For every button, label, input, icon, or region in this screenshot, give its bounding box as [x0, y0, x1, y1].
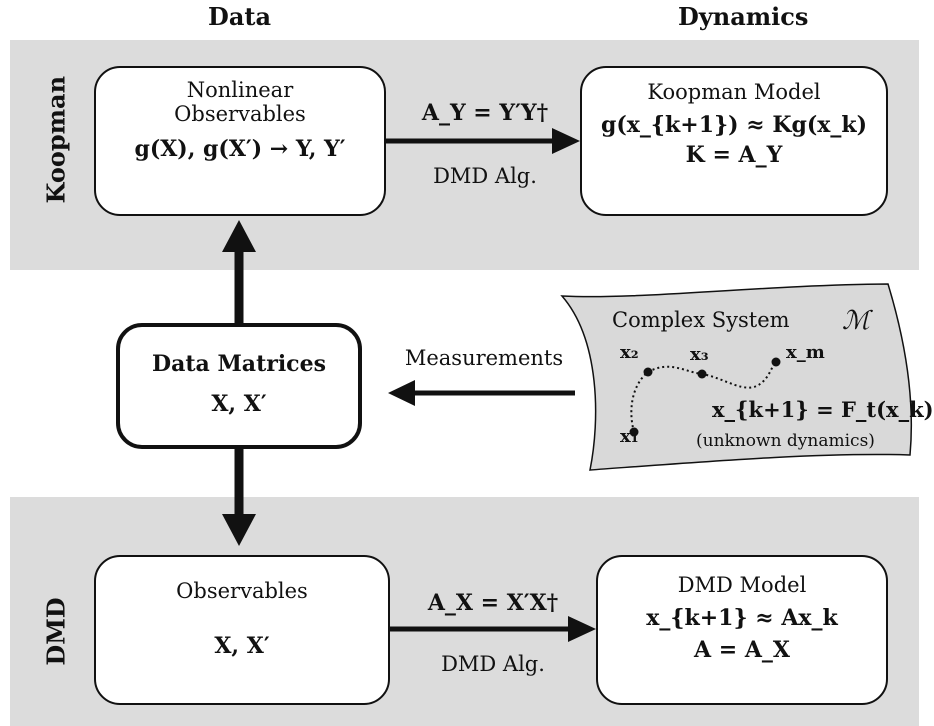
dmd-arrow-bottom-label: DMD Alg.: [441, 652, 545, 676]
nonlinear-observables-box: Nonlinear Observables g(X), g(X′) → Y, Y…: [94, 66, 386, 216]
down-arrow-head: [222, 514, 256, 546]
manifold-symbol: ℳ: [842, 306, 870, 336]
data-matrices-title: Data Matrices: [152, 351, 326, 377]
point-x2-label: x₂: [620, 342, 639, 363]
point-x1: [629, 427, 639, 437]
koopman-model-box: Koopman Model g(x_{k+1}) ≈ Kg(x_k) K = A…: [580, 66, 888, 216]
complex-system-note: (unknown dynamics): [696, 431, 875, 451]
dmd-model-title: DMD Model: [677, 573, 807, 597]
dmd-model-box: DMD Model x_{k+1} ≈ Ax_k A = A_X: [596, 555, 888, 705]
dmd-arrow-top-label: A_X = X′X†: [427, 590, 559, 616]
point-x3-label: x₃: [690, 344, 709, 365]
koopman-arrow-top-label: A_Y = Y′Y†: [421, 100, 549, 126]
point-x2: [643, 367, 653, 377]
observables-line2: Observables: [174, 102, 306, 126]
data-matrices-box: Data Matrices X, X′: [116, 323, 362, 449]
dynamics-column-header: Dynamics: [678, 2, 809, 31]
dmd-model-eq1: x_{k+1} ≈ Ax_k: [646, 605, 838, 631]
complex-system-title: Complex System: [612, 308, 790, 332]
complex-system-equation: x_{k+1} = F_t(x_k): [712, 397, 934, 422]
dmd-observables-box: Observables X, X′: [94, 555, 390, 705]
measurements-arrow-head: [388, 380, 415, 406]
data-column-header: Data: [208, 2, 271, 31]
dmd-model-eq2: A = A_X: [694, 637, 790, 663]
measurements-label: Measurements: [404, 346, 564, 370]
point-x1-label: x₁: [620, 426, 639, 447]
dmd-observables-vars: X, X′: [214, 633, 270, 659]
koopman-model-title: Koopman Model: [647, 80, 821, 104]
dmd-arrow-head: [568, 616, 596, 642]
observables-line1: Nonlinear: [186, 78, 294, 102]
koopman-model-eq1: g(x_{k+1}) ≈ Kg(x_k): [600, 112, 868, 138]
dmd-observables-title: Observables: [176, 579, 308, 603]
up-arrow-head: [222, 220, 256, 252]
point-xm-label: x_m: [786, 342, 825, 363]
complex-system-manifold: [560, 283, 912, 471]
observables-formula: g(X), g(X′) → Y, Y′: [134, 136, 346, 162]
point-x3: [697, 369, 707, 379]
koopman-arrow-head: [552, 128, 580, 154]
koopman-arrow-bottom-label: DMD Alg.: [433, 164, 537, 188]
koopman-model-eq2: K = A_Y: [685, 142, 783, 168]
data-matrices-vars: X, X′: [211, 391, 267, 417]
point-xm: [771, 357, 781, 367]
